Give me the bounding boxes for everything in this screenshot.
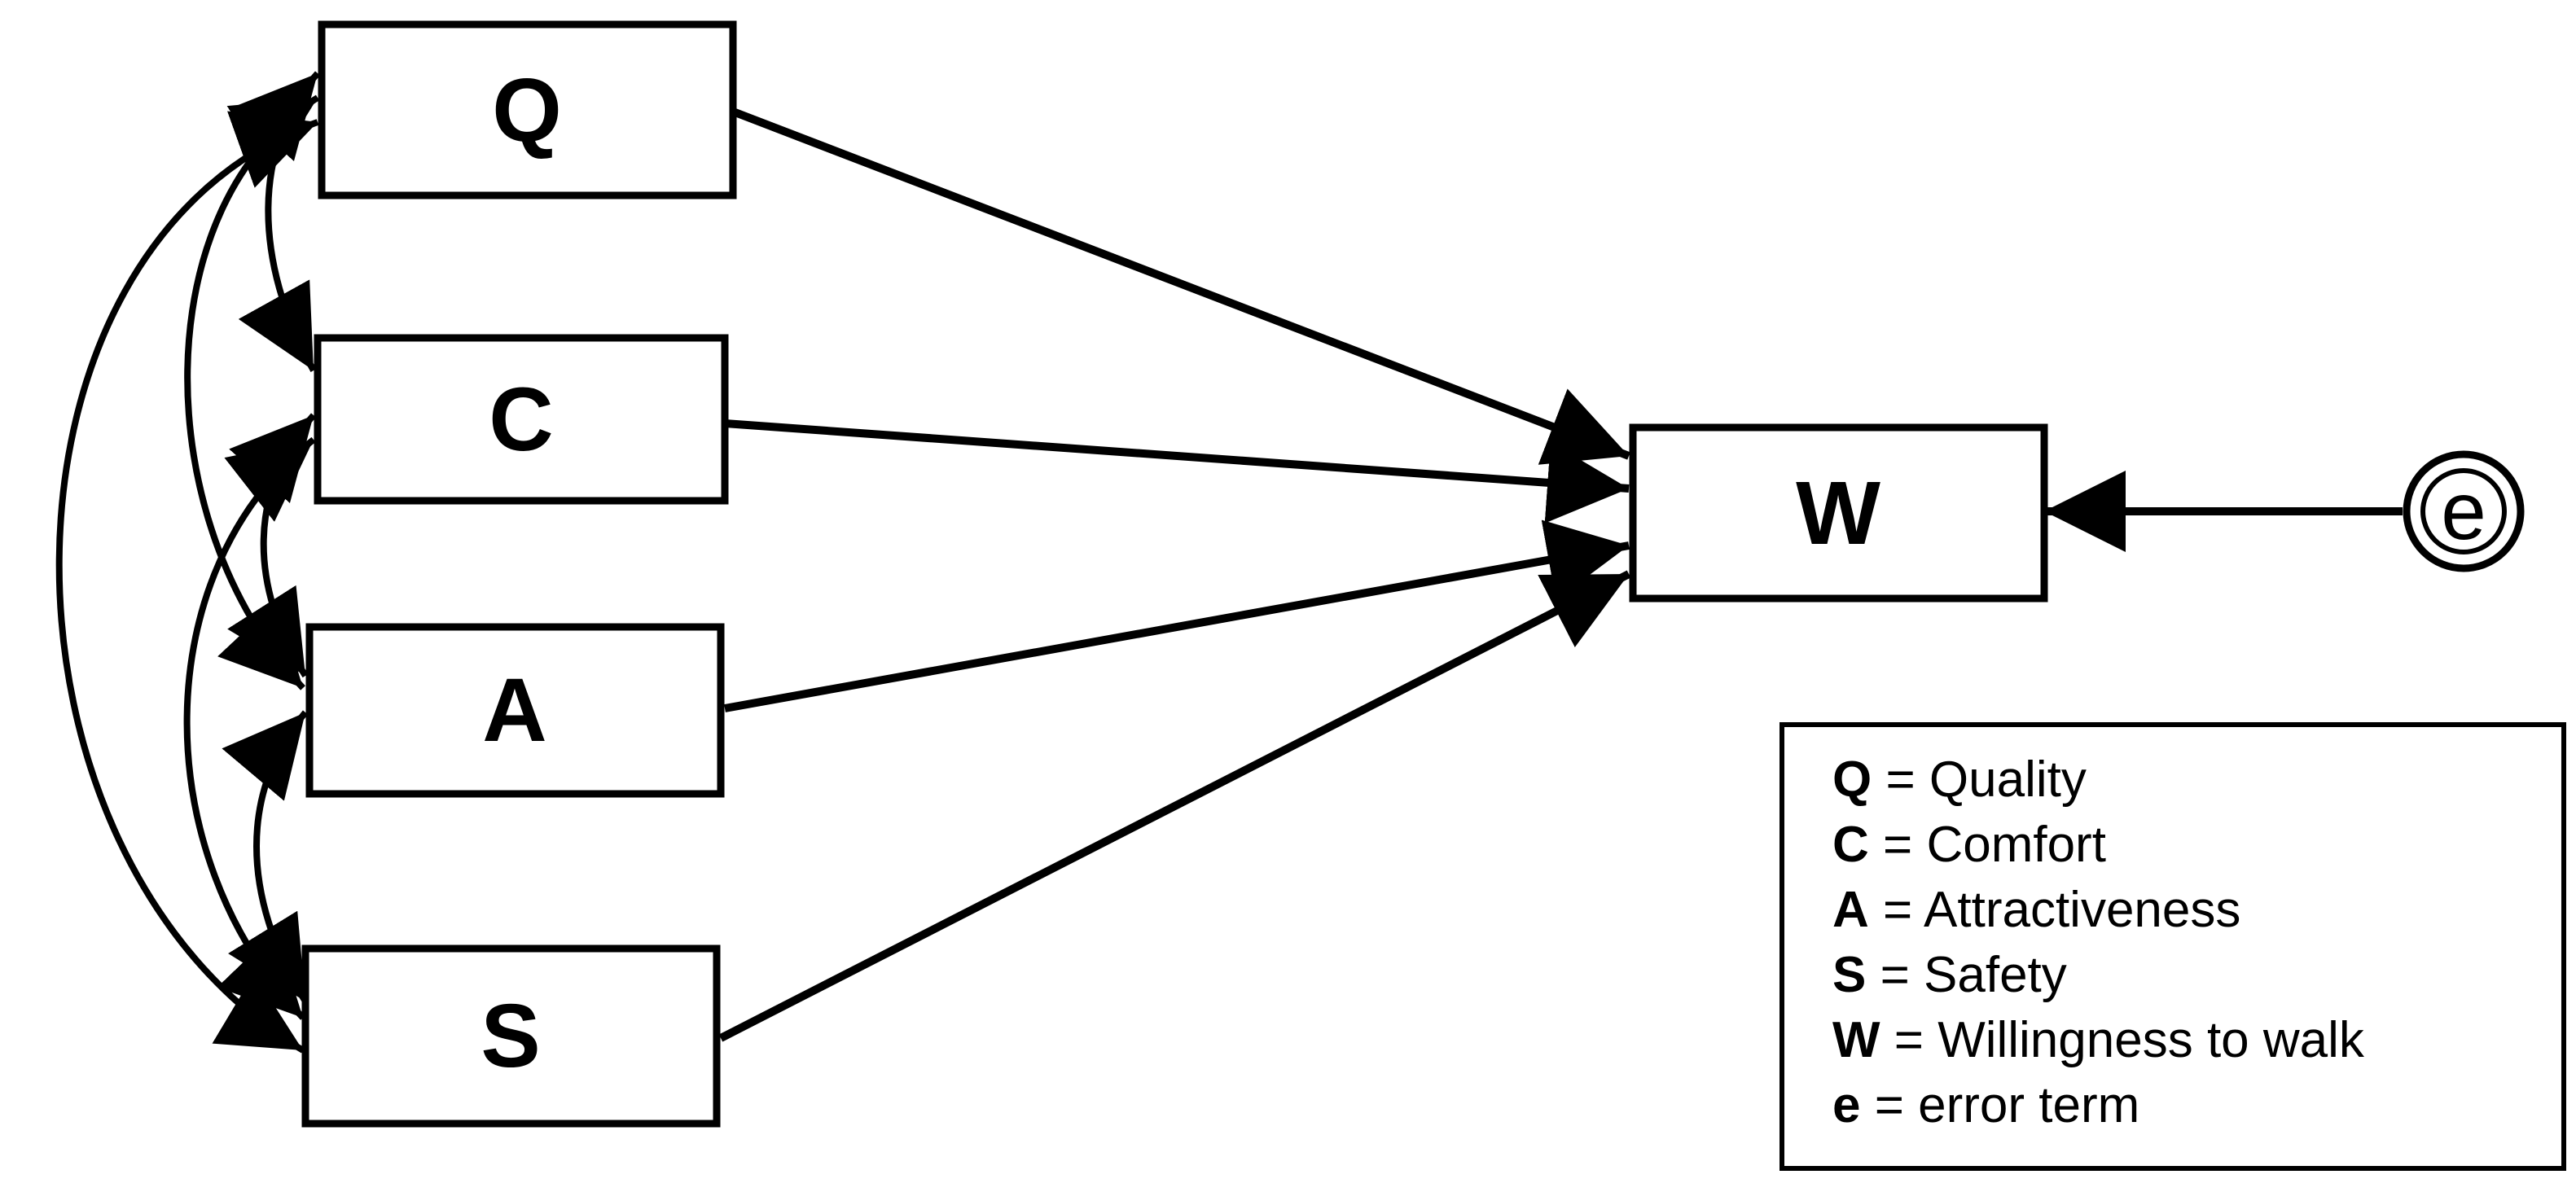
- legend-desc: = Willingness to walk: [1880, 1012, 2365, 1068]
- legend-desc: = Attractiveness: [1869, 882, 2241, 938]
- path-a-w: [724, 519, 1630, 712]
- node-s-label: S: [481, 986, 540, 1086]
- legend-box: [1780, 722, 2566, 1171]
- path-c-w: [724, 419, 1630, 524]
- node-q-label: Q: [492, 60, 562, 160]
- node-e: e: [2403, 450, 2525, 572]
- legend-item-safety: S = Safety: [1832, 947, 2067, 1003]
- cov-q-s: [55, 111, 319, 1054]
- legend-item-quality: Q = Quality: [1832, 752, 2087, 808]
- legend-desc: = Comfort: [1869, 817, 2106, 873]
- node-a: A: [305, 623, 725, 798]
- node-s: S: [301, 944, 721, 1128]
- legend-item-attractiveness: A = Attractiveness: [1832, 882, 2240, 938]
- legend-key: A: [1832, 882, 1869, 938]
- legend: Q = Quality C = Comfort A = Attractivene…: [1780, 722, 2566, 1171]
- node-q-box: [318, 20, 737, 199]
- node-a-box: [305, 623, 725, 798]
- legend-desc: = error term: [1860, 1077, 2139, 1133]
- node-w: W: [1629, 423, 2048, 603]
- legend-item-comfort: C = Comfort: [1832, 817, 2106, 873]
- node-c-box: [314, 334, 729, 505]
- node-e-label: e: [2441, 466, 2486, 557]
- legend-key: Q: [1832, 752, 1872, 808]
- node-s-box: [301, 944, 721, 1128]
- legend-desc: = Quality: [1872, 752, 2087, 808]
- node-w-box: [1629, 423, 2048, 603]
- legend-key: C: [1832, 817, 1869, 873]
- node-c: C: [314, 334, 729, 505]
- legend-item-error: e = error term: [1832, 1077, 2139, 1133]
- covariance-arrows: [55, 71, 320, 1054]
- legend-key: S: [1832, 947, 1866, 1003]
- cov-a-s: [222, 710, 309, 1004]
- legend-item-willingness: W = Willingness to walk: [1832, 1012, 2365, 1068]
- legend-key: W: [1832, 1012, 1880, 1068]
- legend-desc: = Safety: [1866, 947, 2066, 1003]
- node-w-label: W: [1796, 463, 1880, 563]
- node-c-label: C: [489, 370, 553, 470]
- path-arrows: [718, 107, 2403, 1042]
- node-q: Q: [318, 20, 737, 199]
- legend-key: e: [1832, 1077, 1860, 1133]
- path-s-w: [718, 570, 1631, 1042]
- node-a-label: A: [482, 660, 546, 760]
- node-e-inner-circle: [2420, 468, 2507, 554]
- path-q-w: [731, 107, 1630, 465]
